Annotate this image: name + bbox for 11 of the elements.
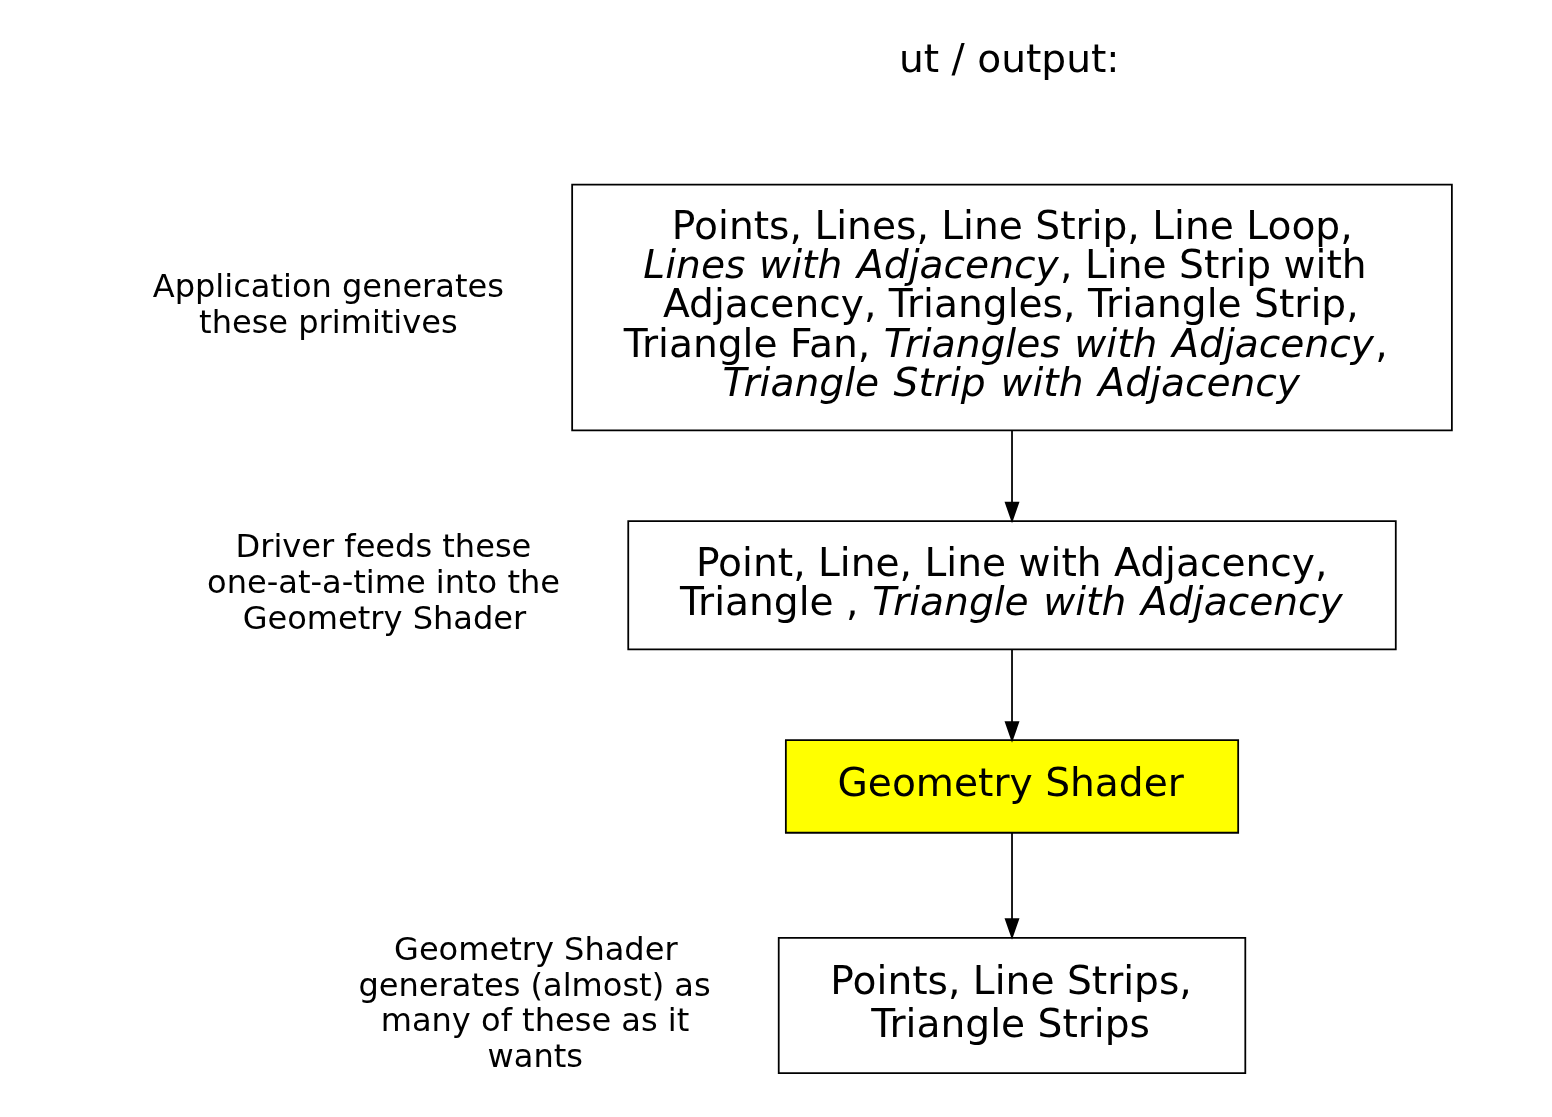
node-box: Point, Line, Line with Adjacency, Triangle , Triangle with Adjacency bbox=[626, 520, 1397, 651]
node-box: Points, Lines, Line Strip, Line Loop, Lines with Adjacency, Line Strip with Adjacency, Triangles, Triangle Strip, Triangle Fan, Triangles with Adjacency, Triangle Strip with Adjacency bbox=[570, 183, 1453, 432]
node-label: Application generates these primitives bbox=[152, 267, 504, 342]
node-label: Driver feeds these one-at-a-time into the Geometry Shader bbox=[206, 527, 560, 637]
arrow bbox=[1004, 430, 1019, 524]
node-label: Geometry Shader generates (almost) as many of these as it wants bbox=[357, 929, 711, 1075]
node-box: Geometry Shader bbox=[784, 739, 1239, 834]
arrow bbox=[1004, 648, 1019, 743]
label: ut / output: bbox=[898, 35, 1120, 81]
node-box: Points, Line Strips, Triangle Strips bbox=[777, 936, 1246, 1075]
arrow bbox=[1004, 832, 1019, 940]
